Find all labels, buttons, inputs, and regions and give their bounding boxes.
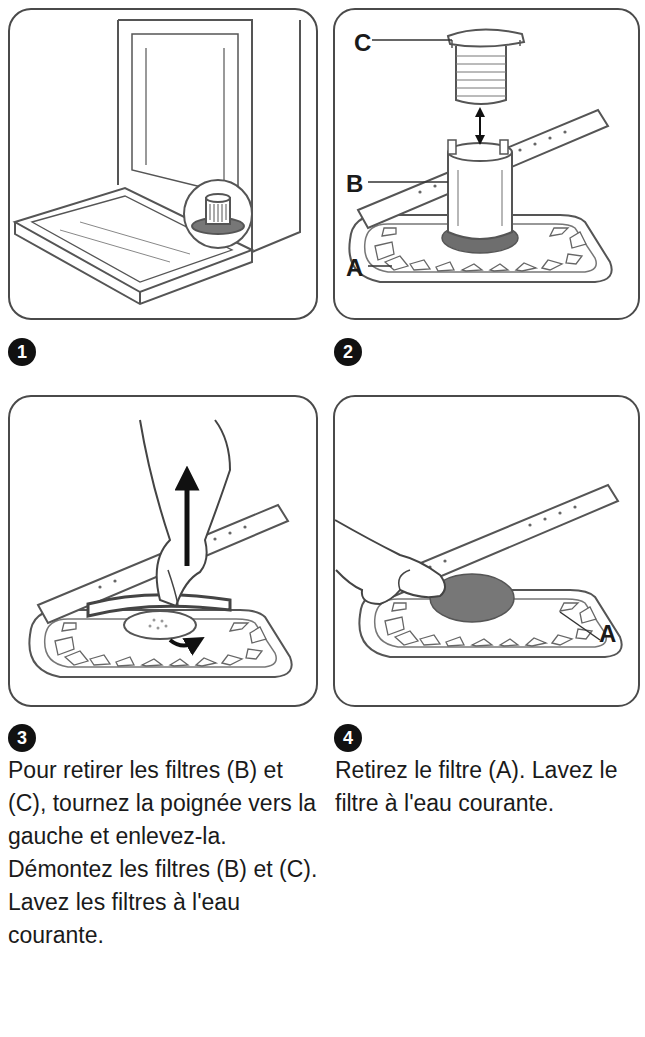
- step-number-badge: 1: [8, 338, 36, 366]
- leader-line: [368, 40, 452, 266]
- dishwasher: [60, 222, 190, 262]
- dishwasher: [15, 20, 300, 304]
- step-number-badge: 4: [334, 724, 362, 752]
- flat-filter-removal: [335, 485, 622, 657]
- leader-line: [368, 181, 448, 183]
- handle-removal: [124, 611, 196, 639]
- step-instruction: Pour retirer les filtres (B) et (C), tou…: [8, 754, 320, 952]
- handle-removal: [168, 570, 178, 605]
- handle-removal: [140, 420, 230, 606]
- dishwasher: [184, 180, 252, 248]
- step-panel: A: [333, 395, 640, 707]
- handle-removal: [29, 420, 291, 677]
- handle-removal: [165, 625, 168, 628]
- filter-assembly: [349, 29, 611, 282]
- panel-frame: [9, 396, 317, 706]
- step-instruction: Retirez le filtre (A). Lavez le filtre à…: [335, 754, 635, 820]
- handle-removal: [161, 620, 164, 623]
- dishwasher: [223, 48, 224, 190]
- dishwasher: [206, 194, 230, 202]
- handle-removal: [149, 619, 168, 630]
- step-number: 3: [17, 729, 27, 747]
- filter-assembly: [458, 170, 502, 226]
- filter-assembly: [452, 40, 520, 48]
- part-label: A: [599, 621, 616, 647]
- flat-filter-removal: [335, 520, 445, 604]
- handle-removal: [29, 610, 291, 677]
- dishwasher: [132, 34, 238, 196]
- filter-assembly: [448, 29, 524, 46]
- leader-line: [372, 39, 452, 41]
- step-number: 1: [17, 343, 27, 361]
- handle-removal: [149, 625, 152, 628]
- leader-line: [560, 612, 600, 640]
- filter-assembly: [448, 152, 512, 239]
- filter-assembly: [448, 140, 456, 154]
- leader-line: [368, 265, 392, 267]
- part-label: A: [346, 255, 363, 281]
- part-label: B: [346, 171, 363, 197]
- filter-assembly: [456, 46, 506, 104]
- step-number-badge: 3: [8, 724, 36, 752]
- handle-removal: [170, 640, 196, 646]
- handle-removal: [153, 619, 156, 622]
- dishwasher: [139, 292, 141, 304]
- part-label: C: [354, 30, 371, 56]
- handle-removal: [185, 478, 190, 566]
- step-panel: C B A: [333, 8, 640, 320]
- dishwasher: [117, 20, 119, 185]
- dishwasher: [210, 204, 226, 222]
- step-number: 2: [343, 343, 353, 361]
- flat-filter-removal: [399, 570, 410, 590]
- step-number: 4: [343, 729, 353, 747]
- dishwasher: [145, 48, 146, 165]
- step-number-badge: 2: [334, 338, 362, 366]
- filter-assembly: [500, 140, 508, 154]
- filter-assembly: [456, 56, 506, 96]
- filter-assembly: [479, 112, 481, 140]
- dishwasher: [252, 20, 300, 252]
- handle-removal: [157, 627, 160, 630]
- panel-frame: [9, 9, 317, 319]
